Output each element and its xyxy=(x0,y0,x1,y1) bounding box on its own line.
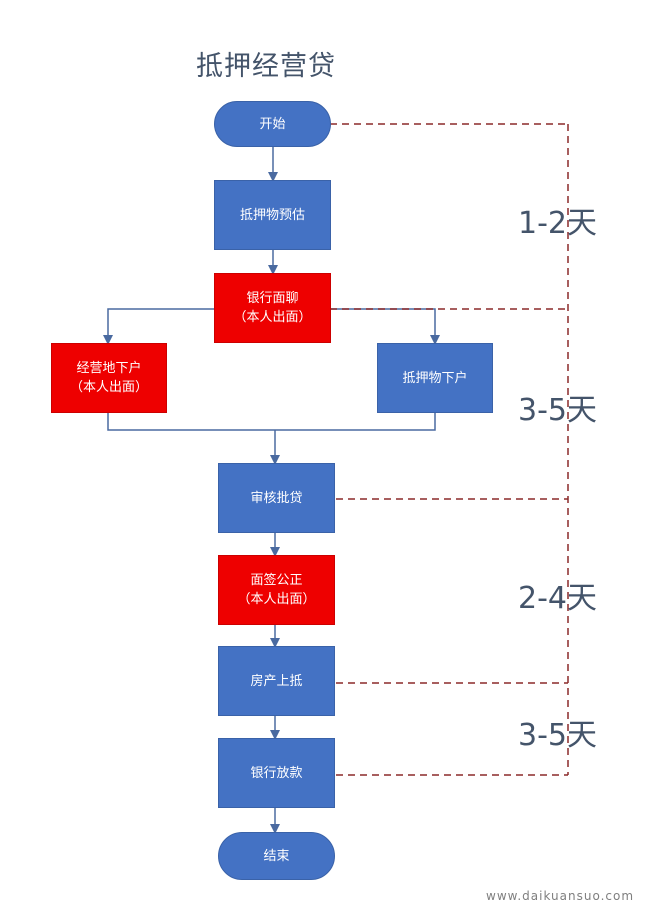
watermark: www.daikuansuo.com xyxy=(486,889,635,903)
site-visit-label: 经营地下户 xyxy=(76,361,142,376)
disbursement-label: 银行放款 xyxy=(250,765,303,781)
notary-node: 面签公正 （本人出面） xyxy=(218,555,335,625)
diagram-title: 抵押经营贷 xyxy=(196,51,336,82)
review-node: 审核批贷 xyxy=(218,463,335,533)
notary-label: 面签公正 xyxy=(250,573,303,588)
registration-label: 房产上抵 xyxy=(250,673,303,689)
registration-node: 房产上抵 xyxy=(218,646,335,716)
bank-interview-label: 银行面聊 xyxy=(246,291,299,306)
duration-phase2: 3-5天 xyxy=(518,393,597,428)
end-label: 结束 xyxy=(263,848,290,864)
notary-note: （本人出面） xyxy=(237,592,316,607)
appraisal-label: 抵押物预估 xyxy=(239,207,305,223)
appraisal-node: 抵押物预估 xyxy=(214,180,331,250)
start-node: 开始 xyxy=(214,101,331,147)
bank-interview-node: 银行面聊 （本人出面） xyxy=(214,273,331,343)
collateral-visit-node: 抵押物下户 xyxy=(377,343,493,413)
collateral-visit-label: 抵押物下户 xyxy=(402,370,468,386)
duration-phase3: 2-4天 xyxy=(518,581,597,616)
end-node: 结束 xyxy=(218,832,335,880)
site-visit-node: 经营地下户 （本人出面） xyxy=(51,343,167,413)
site-visit-note: （本人出面） xyxy=(69,380,148,395)
disbursement-node: 银行放款 xyxy=(218,738,335,808)
arrow-interview-site xyxy=(103,308,214,345)
arrow-interview-collateral xyxy=(330,308,440,345)
review-label: 审核批贷 xyxy=(250,490,303,506)
bank-interview-note: （本人出面） xyxy=(233,310,312,325)
duration-phase4: 3-5天 xyxy=(518,718,597,753)
start-label: 开始 xyxy=(259,116,286,132)
line-site-merge xyxy=(107,413,436,431)
duration-phase1: 1-2天 xyxy=(518,206,597,241)
